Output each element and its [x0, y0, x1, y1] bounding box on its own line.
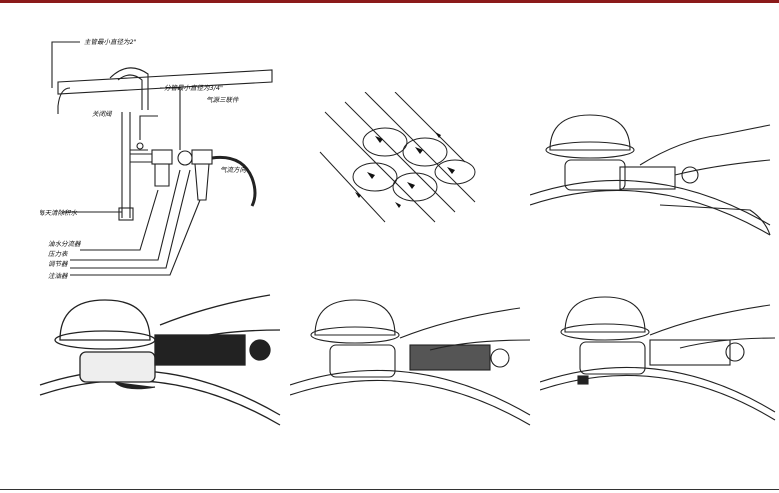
bottom-divider [0, 489, 779, 490]
installation-diagram-svg: 主管最小直径为2" 分管最小直径为3/4" 气源三联件 关闭阀 气流方向 每天清… [40, 38, 273, 280]
step-1-illustration [530, 105, 775, 245]
step-2-illustration [35, 290, 285, 430]
strap-loop-illustration [315, 92, 485, 232]
tool-drawing-2 [39, 294, 281, 426]
installation-diagram: 主管最小直径为2" 分管最小直径为3/4" 气源三联件 关闭阀 气流方向 每天清… [40, 30, 290, 285]
label-air-source-unit: 气源三联件 [206, 96, 239, 104]
label-oil-water-separator: 油水分流器 [48, 240, 81, 248]
label-airflow-direction: 气流方向 [220, 166, 247, 174]
tool-drawing-3 [290, 299, 531, 426]
strap-loop-svg [319, 92, 476, 223]
label-daily-drain: 每天清除积水 [40, 209, 78, 217]
top-accent-bar [0, 0, 779, 3]
label-shutoff-valve: 关闭阀 [92, 110, 113, 118]
label-pressure-gauge: 压力表 [48, 250, 69, 258]
label-branch-pipe: 分管最小直径为3/4" [164, 84, 223, 92]
step-3-illustration [290, 290, 535, 430]
tool-drawing-1 [530, 114, 771, 236]
label-main-pipe: 主管最小直径为2" [84, 38, 137, 46]
tool-drawing-4 [540, 296, 776, 421]
label-lubricator: 注油器 [48, 272, 68, 280]
label-regulator: 调节器 [48, 260, 68, 268]
step-4-illustration [540, 290, 778, 430]
